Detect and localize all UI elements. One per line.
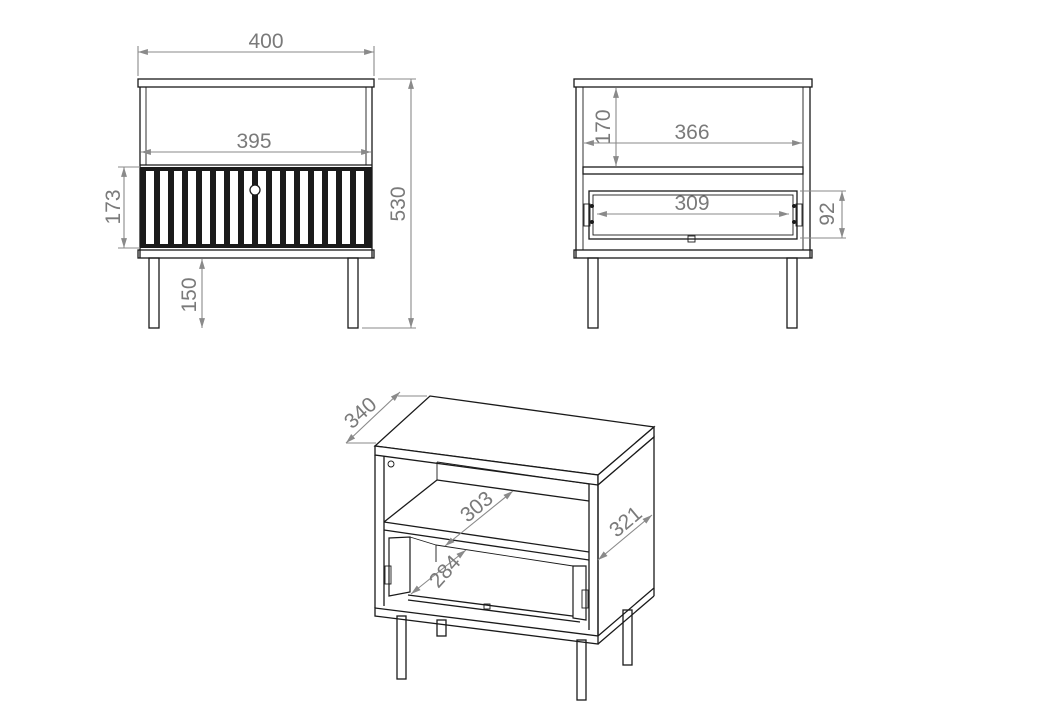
leg-right [347, 257, 359, 329]
leg-right [786, 257, 798, 329]
drawer-latch [687, 235, 696, 243]
dim-label: 150 [178, 277, 201, 312]
leg-back-right [622, 609, 633, 666]
leg-left [148, 257, 160, 329]
isometric-view: 340 303 321 284 [340, 391, 656, 701]
dim-label: 173 [102, 189, 125, 224]
dim-label: 366 [674, 121, 709, 144]
base-panel [374, 607, 599, 645]
front-view: 400 395 173 530 150 [102, 30, 416, 329]
dim-366: 366 [584, 121, 802, 146]
shelf [582, 166, 804, 175]
dim-label: 395 [236, 130, 271, 153]
base-panel [137, 249, 375, 259]
runner-right [795, 203, 803, 227]
leg-left [587, 257, 599, 329]
runner-right [581, 589, 589, 609]
drawer-box [588, 190, 798, 240]
drawer-latch [483, 603, 491, 610]
leg-front-right [576, 639, 587, 701]
dim-150: 150 [178, 259, 205, 328]
dim-label: 309 [674, 192, 709, 215]
leg-back-left [436, 619, 447, 637]
dim-label: 400 [248, 30, 283, 53]
dim-label: 92 [816, 202, 839, 225]
dim-400: 400 [137, 30, 375, 76]
top-panel [573, 78, 813, 88]
dim-label: 170 [592, 109, 615, 144]
dim-309: 309 [597, 192, 789, 217]
runner-left [583, 203, 591, 227]
dim-label: 303 [456, 487, 498, 527]
dim-label: 340 [340, 393, 381, 434]
dim-173: 173 [102, 166, 140, 249]
dim-395: 395 [141, 130, 371, 155]
base-panel [573, 249, 813, 259]
open-front-view: 170 366 309 92 [573, 78, 846, 329]
dim-284: 284 [410, 549, 467, 595]
dim-303: 303 [444, 487, 514, 547]
top-panel [137, 78, 375, 88]
dim-label: 530 [387, 186, 410, 221]
drawer-flutes [146, 171, 364, 244]
leg-front-left [396, 615, 407, 680]
dim-170: 170 [592, 88, 619, 166]
dim-92: 92 [800, 190, 846, 239]
drawer-knob [249, 184, 261, 196]
drawer-side [388, 536, 411, 597]
dim-530: 530 [362, 78, 416, 329]
runner-left [384, 565, 392, 585]
dim-label: 284 [425, 551, 466, 593]
